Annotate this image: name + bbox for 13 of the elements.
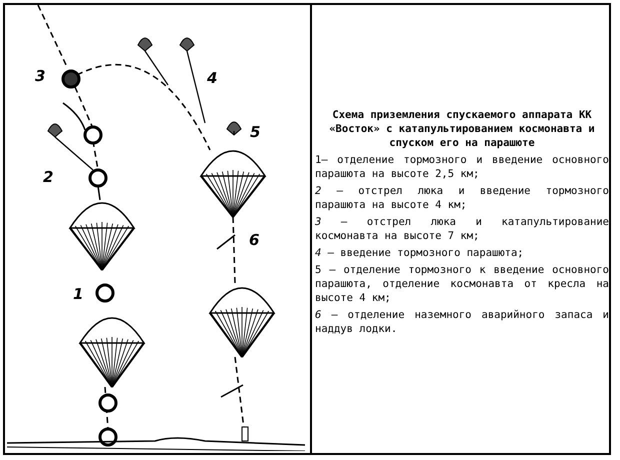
callout-number: 1 (73, 285, 84, 303)
diagram-title: Схема приземления спускаемого аппарата КК «Восток» с катапультированием космонавта и спуском его на парашюте (328, 108, 596, 150)
legend-note: 3 — отстрел люка и катапультирование космонавта на высоте 7 км; (315, 215, 609, 243)
callout-number: 3 (35, 67, 46, 85)
callout-number: 5 (250, 123, 260, 141)
callout-number: 6 (249, 231, 260, 249)
callout-number: 4 (207, 69, 218, 87)
callout-number: 2 (43, 168, 54, 186)
legend-note: 1— отделение тормозного и введение основного парашюта на высоте 2,5 км; (315, 153, 609, 181)
legend-note: 5 — отделение тормозного к введение основного парашюта, отделение космонавта от кресла на высоте 4 км; (315, 263, 609, 305)
legend-note: 2 — отстрел люка и введение тормозного парашюта на высоте 4 км; (315, 184, 609, 212)
legend-note: 6 — отделение наземного аварийного запаса и наддув лодки. (315, 308, 609, 336)
legend-note: 4 — введение тормозного парашюта; (315, 246, 525, 260)
